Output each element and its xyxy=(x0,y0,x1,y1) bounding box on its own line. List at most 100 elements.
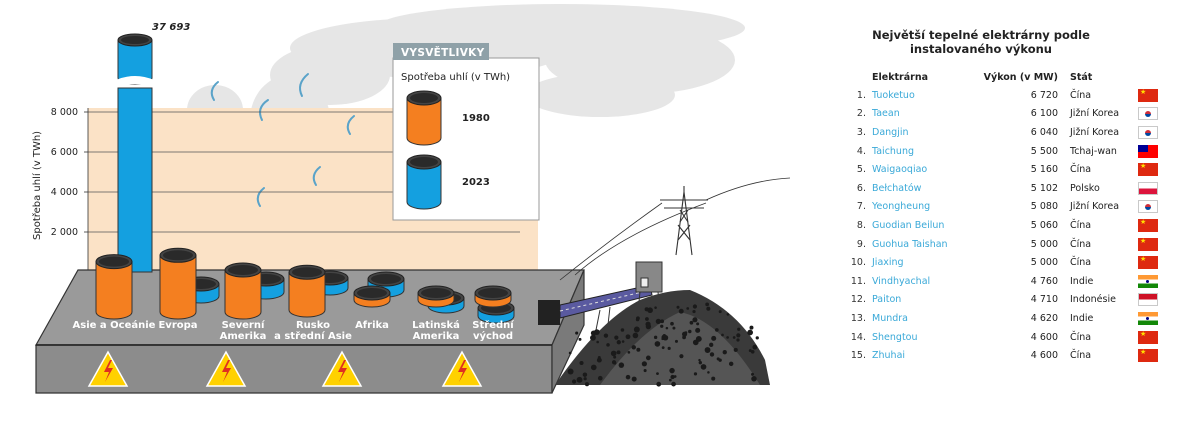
rank-cell: 8. xyxy=(856,219,866,231)
country-cell: Jižní Korea xyxy=(1070,201,1120,213)
plant-name-link[interactable]: Shengtou xyxy=(872,331,918,343)
rank-cell: 13. xyxy=(850,312,866,324)
bar-1980-4 xyxy=(353,285,391,308)
capacity-cell: 5 080 xyxy=(1030,201,1058,213)
country-cell: Čína xyxy=(1070,331,1092,343)
country-cell: Jižní Korea xyxy=(1070,126,1120,138)
legend-title-bar xyxy=(393,43,489,60)
capacity-cell: 5 000 xyxy=(1030,238,1058,250)
bar-1980-5 xyxy=(417,285,455,308)
legend-item-1980: 1980 xyxy=(406,90,490,146)
flag-cell xyxy=(1138,142,1166,161)
coal-pile xyxy=(555,290,770,387)
country-cell: Čína xyxy=(1070,89,1092,101)
cn-flag-icon xyxy=(1138,348,1158,363)
flag-cell xyxy=(1138,160,1166,179)
y-axis-label: Spotřeba uhlí (v TWh) xyxy=(31,131,43,240)
plant-name-link[interactable]: Vindhyachal xyxy=(872,275,931,287)
plant-name-link[interactable]: Tuoketuo xyxy=(872,89,915,101)
bar-2023-asie xyxy=(116,33,154,273)
capacity-cell: 4 620 xyxy=(1030,312,1058,324)
bar-1980-1 xyxy=(159,247,197,320)
country-cell: Čína xyxy=(1070,164,1092,176)
flag-cell xyxy=(1138,86,1166,105)
plant-name-link[interactable]: Bełchatów xyxy=(872,182,922,194)
rank-cell: 1. xyxy=(856,89,866,101)
capacity-cell: 6 040 xyxy=(1030,126,1058,138)
legend-subtitle: Spotřeba uhlí (v TWh) xyxy=(401,71,510,83)
capacity-cell: 5 500 xyxy=(1030,145,1058,157)
country-cell: Tchaj-wan xyxy=(1070,145,1117,157)
cn-flag-icon xyxy=(1138,162,1158,177)
plant-name-link[interactable]: Zhuhai xyxy=(872,350,906,362)
plant-name-link[interactable]: Jiaxing xyxy=(872,257,904,269)
flag-cell xyxy=(1138,216,1166,235)
capacity-cell: 5 060 xyxy=(1030,219,1058,231)
header-capacity: Výkon (v MW) xyxy=(983,71,1058,83)
plant-name-link[interactable]: Yeongheung xyxy=(872,201,931,213)
category-label: a střední Asie xyxy=(274,330,352,342)
rank-cell: 6. xyxy=(856,182,866,194)
flag-cell xyxy=(1138,179,1166,198)
kr-flag-icon xyxy=(1138,125,1158,139)
warning-icon xyxy=(441,350,483,387)
tw-flag-icon xyxy=(1138,144,1158,158)
capacity-cell: 4 600 xyxy=(1030,331,1058,343)
plant-name-link[interactable]: Dangjin xyxy=(872,126,909,138)
plant-name-link[interactable]: Mundra xyxy=(872,312,908,324)
plant-name-link[interactable]: Taichung xyxy=(872,145,915,157)
capacity-cell: 4 600 xyxy=(1030,350,1058,362)
capacity-cell: 6 720 xyxy=(1030,89,1058,101)
plant-name-link[interactable]: Guohua Taishan xyxy=(872,238,948,250)
y-tick-label: 6 000 xyxy=(51,147,78,158)
capacity-cell: 5 102 xyxy=(1030,182,1058,194)
country-cell: Indie xyxy=(1070,275,1094,287)
cn-flag-icon xyxy=(1138,237,1158,251)
rank-cell: 11. xyxy=(850,275,866,287)
country-cell: Indie xyxy=(1070,312,1094,324)
category-label: Amerika xyxy=(220,331,267,342)
capacity-cell: 6 100 xyxy=(1030,108,1058,120)
flag-cell xyxy=(1138,291,1166,310)
in-flag-icon xyxy=(1138,274,1158,288)
flag-cell xyxy=(1138,123,1166,142)
category-label: Afrika xyxy=(355,320,389,331)
legend-item-2023: 2023 xyxy=(406,154,490,210)
plant-name-link[interactable]: Paiton xyxy=(872,294,902,306)
pl-flag-icon xyxy=(1138,181,1158,195)
category-label: Evropa xyxy=(158,320,197,331)
plant-name-link[interactable]: Taean xyxy=(872,108,900,120)
country-cell: Polsko xyxy=(1070,182,1100,194)
y-tick-label: 2 000 xyxy=(51,227,78,238)
power-pylon xyxy=(559,177,790,281)
cn-flag-icon xyxy=(1138,88,1158,102)
flag-cell xyxy=(1138,235,1166,254)
kr-flag-icon xyxy=(1138,107,1158,121)
warning-icon xyxy=(205,350,247,387)
table-title: Největší tepelné elektrárny podle instal… xyxy=(872,28,1090,56)
bar-1980-6 xyxy=(474,285,512,308)
rank-cell: 12. xyxy=(850,294,866,306)
legend-label: 1980 xyxy=(462,113,490,124)
bar-1980-0 xyxy=(95,254,133,320)
plant-name-link[interactable]: Guodian Beilun xyxy=(872,219,945,231)
plant-name-link[interactable]: Waigaoqiao xyxy=(872,164,928,176)
flag-cell xyxy=(1138,253,1166,272)
flag-cell xyxy=(1138,105,1166,124)
annotation-peak-value: 37 693 xyxy=(152,22,190,33)
rank-cell: 10. xyxy=(850,257,866,269)
rank-cell: 15. xyxy=(850,350,866,362)
capacity-cell: 5 000 xyxy=(1030,257,1058,269)
conveyor-belt xyxy=(538,261,663,361)
flag-cell xyxy=(1138,309,1166,328)
table-row: 6. Bełchatów 5 102 Polsko xyxy=(842,179,1166,198)
